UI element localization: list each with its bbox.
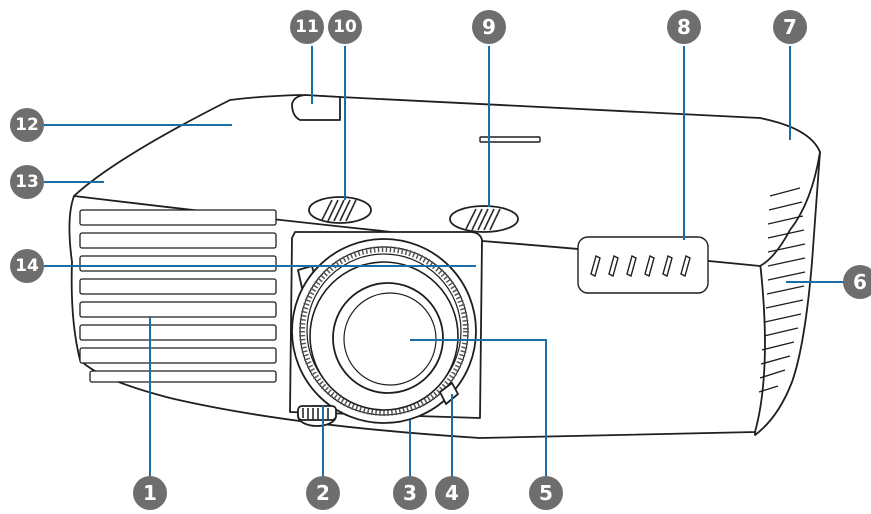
callout-9: 9: [472, 10, 506, 44]
callout-1-label: 1: [143, 481, 157, 505]
callout-1-circle: [133, 476, 167, 510]
air-exhaust-vent: [758, 187, 806, 393]
callout-12: 12: [10, 108, 44, 142]
callout-6: 6: [843, 265, 871, 299]
front-adjustable-foot: [297, 405, 337, 427]
callout-8: 8: [667, 10, 701, 44]
callout-2: 2: [306, 476, 340, 510]
lens: [291, 238, 477, 424]
callout-4-circle: [435, 476, 469, 510]
callout-12-circle: [10, 108, 44, 142]
callout-3-label: 3: [403, 481, 417, 505]
callout-14-circle: [10, 249, 44, 283]
callout-14-label: 14: [15, 256, 39, 276]
callout-3: 3: [393, 476, 427, 510]
callout-5: 5: [529, 476, 563, 510]
focus-lever: [439, 382, 459, 405]
callout-11-circle: [290, 10, 324, 44]
lens-shift-dial-horizontal: [449, 205, 519, 233]
callout-10: 10: [328, 10, 362, 44]
callout-4-label: 4: [445, 481, 459, 505]
callout-9-label: 9: [482, 15, 496, 39]
leader-lines: [44, 46, 846, 478]
leader-5: [410, 339, 547, 478]
callout-2-label: 2: [316, 481, 330, 505]
callout-1: 1: [133, 476, 167, 510]
callout-5-label: 5: [539, 481, 553, 505]
callout-13-label: 13: [15, 172, 39, 192]
callout-10-label: 10: [333, 17, 357, 37]
callout-7: 7: [773, 10, 807, 44]
status-indicators: [577, 236, 709, 294]
callout-3-circle: [393, 476, 427, 510]
callout-11: 11: [290, 10, 324, 44]
callout-2-circle: [306, 476, 340, 510]
callout-6-circle: [843, 265, 871, 299]
callout-6-label: 6: [853, 270, 867, 294]
callout-7-circle: [773, 10, 807, 44]
callout-7-label: 7: [783, 15, 797, 39]
callout-8-label: 8: [677, 15, 691, 39]
air-intake-vent: [79, 209, 277, 383]
callout-13-circle: [10, 165, 44, 199]
callout-8-circle: [667, 10, 701, 44]
callout-10-circle: [328, 10, 362, 44]
callout-4: 4: [435, 476, 469, 510]
callout-11-label: 11: [295, 17, 319, 37]
callout-13: 13: [10, 165, 44, 199]
callout-5-circle: [529, 476, 563, 510]
callout-12-label: 12: [15, 115, 39, 135]
callout-9-circle: [472, 10, 506, 44]
callout-14: 14: [10, 249, 44, 283]
lens-shift-dial-vertical: [308, 196, 372, 224]
